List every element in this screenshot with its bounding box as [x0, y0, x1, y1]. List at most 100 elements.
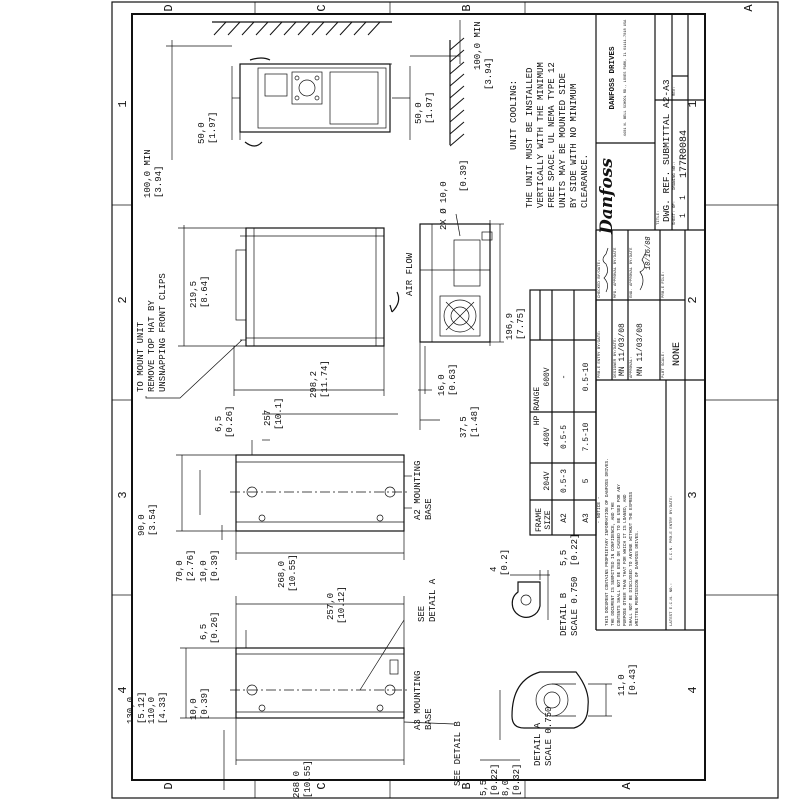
dim-clear-top2-mm: 100,0 MIN	[473, 21, 483, 70]
notice-line-5: SHALL NOT BE DISCLOSED TO ANYONE WITHOUT…	[629, 491, 634, 626]
dim-257-a3-mm: 257,0	[326, 593, 336, 620]
see-detail-b: SEE DETAIL B	[453, 721, 463, 786]
company-name: DANFOSS DRIVES	[609, 46, 617, 110]
dim-70-in: [2.76]	[186, 550, 196, 582]
checked-label: CHECKED BY/DATE:	[597, 260, 602, 298]
dim-50-right-in: [1.97]	[425, 92, 435, 124]
cooling-line-1: THE UNIT MUST BE INSTALLED	[525, 68, 535, 208]
frame-header-2: SIZE	[544, 510, 553, 529]
approval-label: APPROVAL:	[630, 356, 634, 378]
drawing-title: DWG. REF. SUBMITTAL A2-A3	[661, 79, 672, 222]
of-label: OF:	[673, 201, 677, 208]
notice-line-6: WRITTEN PERMISSION OF DANFOSS DRIVES.	[635, 531, 640, 626]
cooling-line-6: CLEARANCE.	[580, 154, 590, 208]
dim-10-a3-mm: 10,0	[189, 698, 199, 720]
dim-11-mm: 11,0	[617, 674, 627, 696]
dim-8-in: [0.32]	[512, 764, 522, 796]
see-detail-a-1: SEE	[417, 606, 427, 622]
dim-5-5-b-mm: 5,5	[559, 550, 569, 566]
notice-line-2: THE DOCUMENT IS SUBMITTED IN CONFIDENCE,…	[611, 502, 616, 626]
a2-204: 0.5-3	[560, 469, 569, 493]
voltage-204: 204V	[543, 471, 552, 490]
a2-600: -	[560, 375, 569, 380]
drawing-no-label: DRAWING NO.:	[673, 161, 677, 190]
dim-130-in: [5.12]	[137, 692, 147, 724]
designer-value: MN 11/03/08	[618, 323, 627, 376]
a2-base-label-2: BASE	[424, 498, 434, 520]
side-view	[178, 225, 400, 396]
dim-196-in: [7.75]	[516, 308, 526, 340]
detail-b-drawing	[510, 570, 550, 620]
mount-note-line-3: UNSNAPPING FRONT CLIPS	[158, 273, 168, 392]
zone-ticks	[112, 2, 778, 798]
mount-note: TO MOUNT UNIT REMOVE TOP HAT BY UNSNAPPI…	[136, 273, 168, 392]
dim-196-mm: 196,9	[505, 313, 515, 340]
dim-37-in: [1.48]	[470, 406, 480, 438]
mount-note-line-2: REMOVE TOP HAT BY	[147, 300, 157, 392]
dim-11-in: [0.43]	[628, 664, 638, 696]
detail-b-scale: SCALE 0.750	[570, 577, 580, 636]
zone-bottom-b: B	[460, 782, 474, 789]
title-block: Danfoss DANFOSS DRIVES 4401 N. BELL SCHO…	[595, 14, 705, 631]
dim-10-a3-in: [0.39]	[200, 688, 210, 720]
dim-110-mm: 110,0	[147, 697, 157, 724]
zone-left-4: 4	[116, 686, 130, 693]
dim-6-5-a3-in: [0.26]	[210, 612, 220, 644]
dim-257-a2-in: [10.1]	[274, 398, 284, 430]
voltage-460: 460V	[543, 427, 552, 446]
notice-heading: - NOTICE -	[596, 496, 602, 523]
dim-298-in: [11.74]	[320, 360, 330, 398]
notice-line-1: THIS DOCUMENT CONTAINS PROPRIETARY INFOR…	[605, 458, 610, 626]
front-view	[418, 213, 504, 394]
a2-base-label-1: A2 MOUNTING	[413, 461, 423, 520]
mfg-approval-label: MFG. APPROVAL BY/DATE	[613, 247, 618, 298]
pro-e-entry-label: PRO-E ENTRY BY/DATE:	[597, 330, 602, 378]
cooling-line-3: FREE SPACE. UL NEMA TYPE 12	[547, 62, 557, 208]
dim-10-a2-mm: 10,0	[199, 560, 209, 582]
eng-signature	[639, 251, 647, 291]
zone-right-1: 1	[686, 100, 700, 107]
plot-scale-value: NONE	[672, 342, 683, 366]
sheet-number: 1	[679, 213, 688, 218]
dim-4-mm: 4	[489, 567, 499, 572]
cooling-heading: UNIT COOLING:	[509, 80, 519, 150]
sheet-label: SHEET:	[673, 211, 677, 225]
ecn-entry-label: E.C.N. PRO-E ENTRY BY/DATE:	[669, 495, 674, 560]
dim-298-mm: 298,2	[309, 371, 319, 398]
mount-note-leader	[145, 339, 243, 399]
dim-219-in: [8.64]	[200, 276, 210, 308]
dim-6-5-a2-mm: 6,5	[214, 416, 224, 432]
a3-mounting-base	[180, 596, 455, 790]
dim-8-mm: 8,0	[501, 780, 511, 796]
see-detail-a-2: DETAIL A	[428, 578, 438, 622]
a3-204: 5	[582, 478, 591, 483]
danfoss-logo: Danfoss	[597, 158, 617, 235]
cooling-note: UNIT COOLING: THE UNIT MUST BE INSTALLED…	[509, 62, 590, 208]
zone-bottom-d: D	[162, 782, 176, 789]
eng-approval-label: ENG. APPROVAL BY/DATE	[629, 247, 634, 298]
cooling-line-2: VERTICALLY WITH THE MINIMUM	[536, 62, 546, 208]
a3-base-label-2: BASE	[424, 708, 434, 730]
frame-a2: A2	[560, 513, 569, 523]
detail-a-drawing	[480, 671, 612, 761]
a3-base-label-1: A3 MOUNTING	[413, 671, 423, 730]
dim-219-mm: 219,5	[189, 281, 199, 308]
a3-600: 0.5-10	[582, 362, 591, 391]
dim-4-in: [0.2]	[500, 549, 510, 576]
a2-460: 0.5-5	[560, 425, 569, 449]
dim-268-a3-mm: 268,0	[292, 771, 302, 798]
pro-e-file-label: PRO-E FILE:	[662, 272, 666, 298]
zone-top-c: C	[315, 4, 329, 11]
frame-header-1: FRAME	[535, 508, 544, 532]
clearance-view	[166, 20, 465, 160]
dim-5-5-a-in: [0.22]	[490, 764, 500, 796]
dim-clear-top-mm: 100,0 MIN	[143, 149, 153, 198]
zone-left-1: 1	[116, 100, 130, 107]
dim-6-5-a3-mm: 6,5	[199, 624, 209, 640]
zone-right-2: 2	[686, 296, 700, 303]
cooling-line-5: BY SIDE WITH NO MINIMUM	[569, 84, 579, 208]
designer-label: DESIGNER BY/DATE:	[613, 337, 618, 378]
latest-ecn-label: LATEST E.C.N. NO.:	[670, 583, 674, 626]
hp-range-table: FRAME SIZE HP RANGE 204V 460V 600V A2 0.…	[529, 289, 597, 536]
dim-50-left-mm: 50,0	[197, 122, 207, 144]
